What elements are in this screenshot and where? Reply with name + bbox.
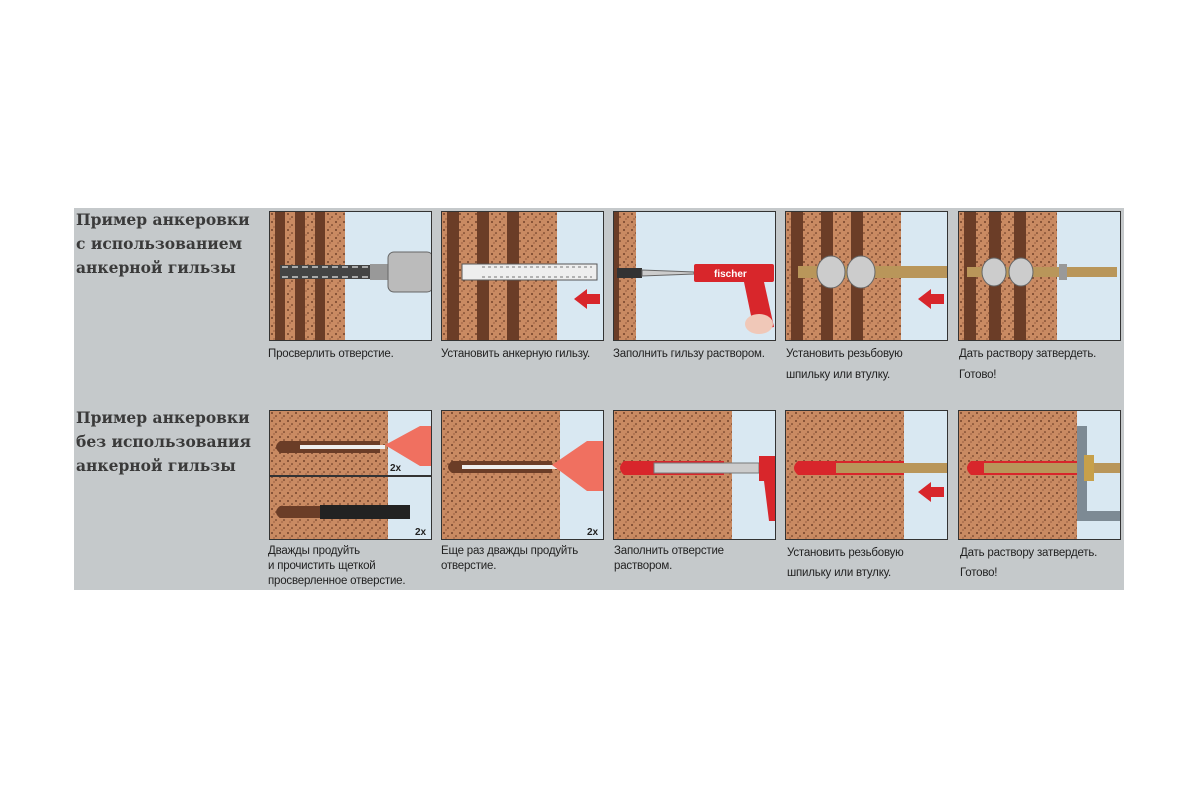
step-caption: Заполнить гильзу раствором. (613, 345, 783, 363)
caption-line: раствором. (614, 560, 673, 572)
caption-line: просверленное отверстие. (268, 575, 406, 587)
step-caption: Дать раствору затвердеть. Готово! (960, 544, 1130, 582)
step-insert-rod (785, 410, 948, 540)
caption-line: Дать раствору затвердеть. (959, 348, 1097, 360)
caption-line: шпильку или втулку. (787, 567, 892, 579)
repeat-tag: 2x (587, 527, 599, 538)
step-cure-done (958, 211, 1121, 341)
caption-line: и прочистить щеткой (268, 560, 376, 572)
step-drill-hole (269, 211, 432, 341)
caption-line: Дать раствору затвердеть. (960, 547, 1098, 559)
step-blow-brush: 2x 2x (269, 410, 432, 540)
title-line: анкерной гильзы (76, 258, 236, 277)
repeat-tag: 2x (415, 527, 427, 538)
step-caption: Дважды продуйть и прочистить щеткой просве… (268, 544, 438, 589)
step-blow-again: 2x (441, 410, 604, 540)
title-line: Пример анкеровки (76, 210, 250, 229)
step-caption: Установить резьбовую шпильку или втулку. (787, 544, 957, 582)
title-line: анкерной гильзы (76, 456, 236, 475)
step-caption: Дать раствору затвердеть. Готово! (959, 345, 1129, 384)
row-title-without-sleeve: Пример анкеровки без использования анкер… (76, 406, 256, 478)
caption-line: Дважды продуйть (268, 545, 360, 557)
caption-line: Заполнить отверстие (614, 545, 724, 557)
step-caption: Установить анкерную гильзу. (441, 345, 611, 363)
caption-line: Готово! (959, 369, 997, 381)
row-title-with-sleeve: Пример анкеровки с использованием анкерн… (76, 208, 256, 280)
step-cure-done-2 (958, 410, 1121, 540)
title-line: Пример анкеровки (76, 408, 250, 427)
step-caption: Заполнить отверстие раствором. (614, 544, 784, 574)
step-fill-hole (613, 410, 776, 540)
caption-line: отверстие. (441, 560, 497, 572)
caption-line: шпильку или втулку. (786, 369, 891, 381)
step-insert-rod-sleeve (785, 211, 948, 341)
title-line: с использованием (76, 234, 243, 253)
caption-line: Установить резьбовую (786, 348, 903, 360)
caption-line: Установить резьбовую (787, 547, 904, 559)
caption-line: Еще раз дважды продуйть (441, 545, 578, 557)
caption-line: Заполнить гильзу раствором. (613, 348, 765, 360)
step-fill-sleeve: fischer (613, 211, 776, 341)
step-insert-sleeve (441, 211, 604, 341)
brand-label: fischer (714, 269, 747, 280)
step-caption: Просверлить отверстие. (268, 345, 438, 363)
repeat-tag: 2x (390, 463, 402, 474)
caption-line: Установить анкерную гильзу. (441, 348, 591, 360)
caption-line: Просверлить отверстие. (268, 348, 394, 360)
step-caption: Еще раз дважды продуйть отверстие. (441, 544, 611, 574)
title-line: без использования (76, 432, 251, 451)
step-caption: Установить резьбовую шпильку или втулку. (786, 345, 956, 384)
caption-line: Готово! (960, 567, 998, 579)
